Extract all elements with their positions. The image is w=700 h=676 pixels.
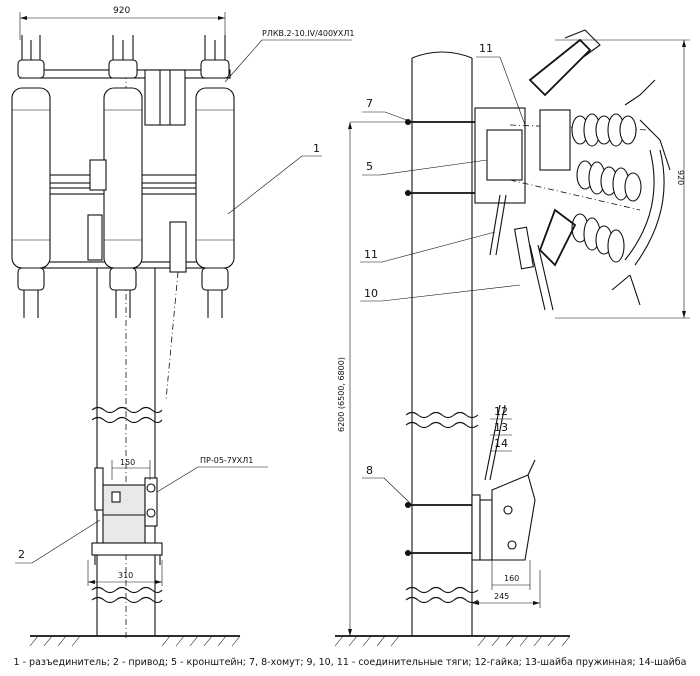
callout-1: 1 xyxy=(313,142,320,155)
dim-bracket-total: 245 xyxy=(494,592,509,601)
insulator-pole-middle xyxy=(103,35,143,318)
callout-11-mid: 11 xyxy=(364,248,378,261)
callout-7: 7 xyxy=(366,97,373,110)
callout-11-top: 11 xyxy=(479,42,493,55)
left-front-view: 920 xyxy=(11,6,355,647)
dim-height: 6200 (6500, 6800) xyxy=(337,357,346,432)
label-disconnector-model: РЛКВ.2-10.IV/400УХЛ1 xyxy=(262,29,355,38)
callout-10: 10 xyxy=(364,287,378,300)
callout-13: 13 xyxy=(494,421,508,434)
insulator-pole-right xyxy=(195,35,235,318)
dim-top-width: 920 xyxy=(113,6,130,16)
insulator-pole-left xyxy=(11,35,51,318)
dim-drive-width: 150 xyxy=(120,458,135,467)
callout-8: 8 xyxy=(366,464,373,477)
dim-right-width: 920 xyxy=(676,170,685,185)
callout-14: 14 xyxy=(494,437,508,450)
callout-2: 2 xyxy=(18,548,25,561)
callout-12: 12 xyxy=(494,405,508,418)
callout-5: 5 xyxy=(366,160,373,173)
label-drive-model: ПР-05-7УХЛ1 xyxy=(200,456,253,465)
right-side-view: 920 6200 (6500, 6800) 160 245 11 xyxy=(334,29,690,647)
dim-drive-base: 310 xyxy=(118,571,133,580)
dim-bracket-depth: 160 xyxy=(504,574,519,583)
drive-unit xyxy=(91,467,163,565)
legend-caption: 1 - разъединитель; 2 - привод; 5 - кронш… xyxy=(13,657,687,668)
